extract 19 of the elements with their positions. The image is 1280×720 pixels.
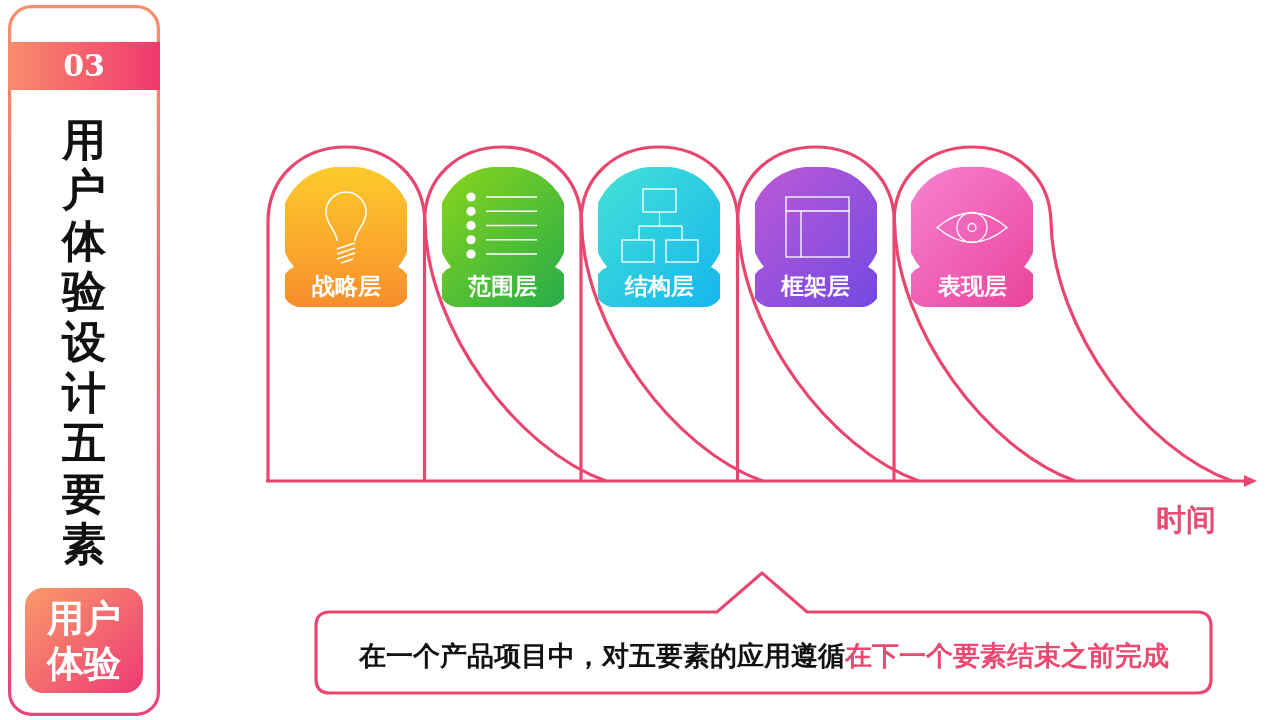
axis-label: 时间 <box>1156 503 1216 537</box>
side-panel <box>8 5 160 716</box>
layer-badge <box>441 167 564 307</box>
callout-text: 在一个产品项目中，对五要素的应用遵循在下一个要素结束之前完成 <box>358 639 1169 673</box>
callout-box <box>313 569 1214 696</box>
layer-badge <box>911 167 1033 307</box>
header-band <box>8 42 160 90</box>
section-number: 03 <box>63 49 105 83</box>
layer-badge <box>754 167 877 307</box>
badge-label: 用户体验 <box>46 595 122 686</box>
topic-badge <box>25 588 143 693</box>
layer-badge <box>285 167 407 307</box>
layer-label: 表现层 <box>937 272 1007 300</box>
vertical-title: 用户体验设计五要素 <box>60 114 107 571</box>
layer-label: 战略层 <box>311 272 381 300</box>
layer-label: 范围层 <box>468 272 537 300</box>
layer-badge <box>598 167 720 307</box>
layer-label: 框架层 <box>781 272 850 300</box>
layer-label: 结构层 <box>624 272 694 300</box>
